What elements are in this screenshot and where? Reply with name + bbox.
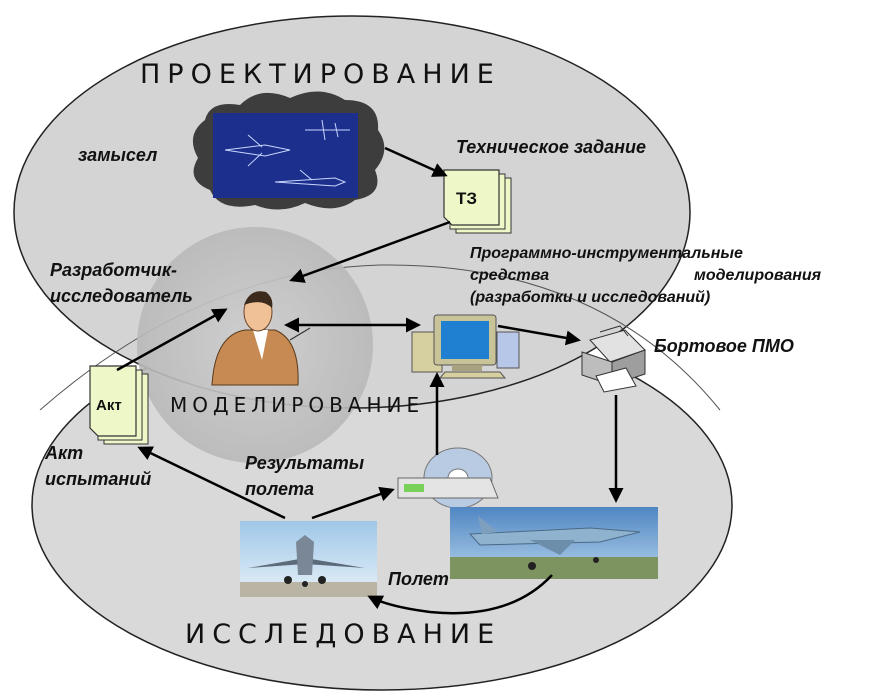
flight-results-label-line1: Результаты bbox=[245, 453, 365, 473]
developer-label-line2: исследователь bbox=[50, 286, 193, 306]
arrow-tz-to-developer bbox=[289, 220, 451, 283]
tools-label-line1: Программно-инструментальные bbox=[470, 245, 743, 262]
act-document-label: Акт bbox=[96, 397, 122, 414]
modeling-zone-title: МОДЕЛИРОВАНИЕ bbox=[170, 393, 424, 417]
tools-label-line2a: средства bbox=[470, 267, 549, 284]
idea-blueprint-image bbox=[192, 91, 385, 210]
arrow-aircraft-to-results bbox=[311, 486, 395, 520]
arrow-idea-to-tz bbox=[384, 146, 448, 177]
computer-icon bbox=[411, 314, 520, 379]
arrow-act-to-developer bbox=[116, 308, 228, 372]
tools-label-line3: (разработки и исследований) bbox=[470, 289, 710, 306]
test-act-label-line1: Акт bbox=[44, 443, 83, 463]
onboard-software-label: Бортовое ПМО bbox=[654, 336, 794, 356]
developer-label-line1: Разработчик- bbox=[50, 260, 177, 280]
arrow-flight-loop bbox=[367, 574, 553, 615]
flight-label: Полет bbox=[388, 569, 449, 589]
tz-document-label: ТЗ bbox=[456, 189, 477, 208]
tools-label-line2b: моделирования bbox=[694, 267, 822, 284]
aircraft-side-photo bbox=[450, 507, 658, 579]
technical-task-label: Техническое задание bbox=[456, 137, 646, 157]
tz-document: ТЗ bbox=[443, 169, 512, 234]
aircraft-front-photo bbox=[240, 521, 377, 597]
flight-results-label-line2: полета bbox=[245, 479, 314, 499]
act-document: Акт bbox=[89, 365, 149, 445]
flow-arrows bbox=[116, 146, 624, 615]
arrow-computer-to-onboard bbox=[497, 324, 581, 346]
flight-results-disk-icon bbox=[397, 447, 499, 509]
arrow-aircraft-to-act bbox=[137, 446, 286, 520]
developer-figure-icon bbox=[211, 291, 311, 386]
design-zone-title: ПРОЕКТИРОВАНИЕ bbox=[140, 59, 501, 90]
research-zone-title: ИССЛЕДОВАНИЕ bbox=[185, 619, 501, 650]
onboard-software-icon bbox=[581, 325, 646, 393]
idea-label: замысел bbox=[78, 145, 157, 165]
test-act-label-line2: испытаний bbox=[45, 469, 151, 489]
